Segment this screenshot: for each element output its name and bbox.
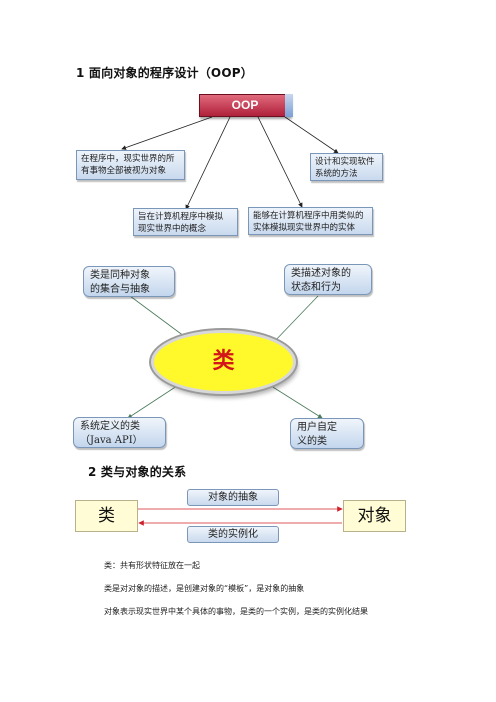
relation-instantiation-label: 类的实例化 (187, 526, 279, 543)
oop-root-node: OOP (199, 94, 291, 117)
paragraph-class-description: 类是对对象的描述，是创建对象的“模板”，是对象的抽象 (104, 584, 305, 593)
class-node-collection-line-2: 的集合与抽象 (90, 284, 150, 295)
oop-root-highlight (285, 94, 293, 117)
relation-object-box: 对象 (343, 500, 406, 532)
class-center-ellipse (151, 330, 296, 394)
paragraph-object-description: 对象表示现实世界中某个具体的事物，是类的一个实例，是类的实例化结果 (104, 607, 368, 616)
section-2-heading: 2 类与对象的关系 (88, 465, 187, 479)
connector-bottom-right (267, 383, 323, 419)
connector-oop-mid-right (257, 116, 303, 208)
class-node-java-api: 系统定义的类 （Java API） (73, 417, 166, 448)
oop-node-simulate-entity-line-2: 实体模拟现实世界中的实体 (253, 223, 356, 233)
class-node-collection: 类是同种对象 的集合与抽象 (83, 266, 175, 297)
oop-root-label: OOP (231, 98, 259, 112)
oop-node-simulate-concept-line-2: 现实世界中的概念 (138, 224, 207, 234)
relation-class-box: 类 (75, 500, 138, 532)
relation-abstraction-label: 对象的抽象 (187, 489, 279, 506)
class-center-label: 类 (212, 349, 235, 374)
class-node-collection-line-1: 类是同种对象 (90, 270, 150, 281)
section-1-heading: 1 面向对象的程序设计（OOP） (76, 66, 253, 80)
oop-node-simulate-entity: 能够在计算机程序中用类似的 实体模拟现实世界中的实体 (248, 207, 373, 235)
oop-node-objects-line-1: 在程序中，现实世界的所 (81, 154, 175, 164)
oop-node-objects-line-2: 有事物全部被视为对象 (81, 166, 167, 176)
class-node-user-defined: 用户自定 义的类 (290, 418, 364, 449)
oop-node-method-line-1: 设计和实现软件 (315, 157, 375, 167)
class-node-state-behavior-line-2: 状态和行为 (291, 282, 341, 293)
connector-bottom-left (127, 383, 181, 419)
class-node-state-behavior: 类描述对象的 状态和行为 (284, 264, 372, 295)
connector-oop-left (121, 116, 213, 150)
oop-node-method: 设计和实现软件 系统的方法 (310, 153, 383, 181)
class-node-java-api-line-1: 系统定义的类 (80, 421, 140, 432)
connector-top-right (271, 295, 319, 345)
oop-node-simulate-concept-line-1: 旨在计算机程序中模拟 (138, 212, 224, 222)
oop-node-simulate-entity-line-1: 能够在计算机程序中用类似的 (253, 211, 364, 221)
oop-node-objects: 在程序中，现实世界的所 有事物全部被视为对象 (76, 150, 185, 180)
oop-node-simulate-concept: 旨在计算机程序中模拟 现实世界中的概念 (133, 208, 238, 236)
connector-oop-right (284, 116, 339, 154)
class-node-user-defined-line-1: 用户自定 (297, 422, 337, 433)
connector-oop-mid-left (185, 116, 231, 210)
class-node-java-api-line-2: （Java API） (80, 435, 143, 446)
class-node-user-defined-line-2: 义的类 (297, 436, 327, 447)
paragraph-class-definition: 类：共有形状特征放在一起 (104, 561, 200, 570)
oop-node-method-line-2: 系统的方法 (315, 169, 358, 179)
class-node-state-behavior-line-1: 类描述对象的 (291, 268, 351, 279)
